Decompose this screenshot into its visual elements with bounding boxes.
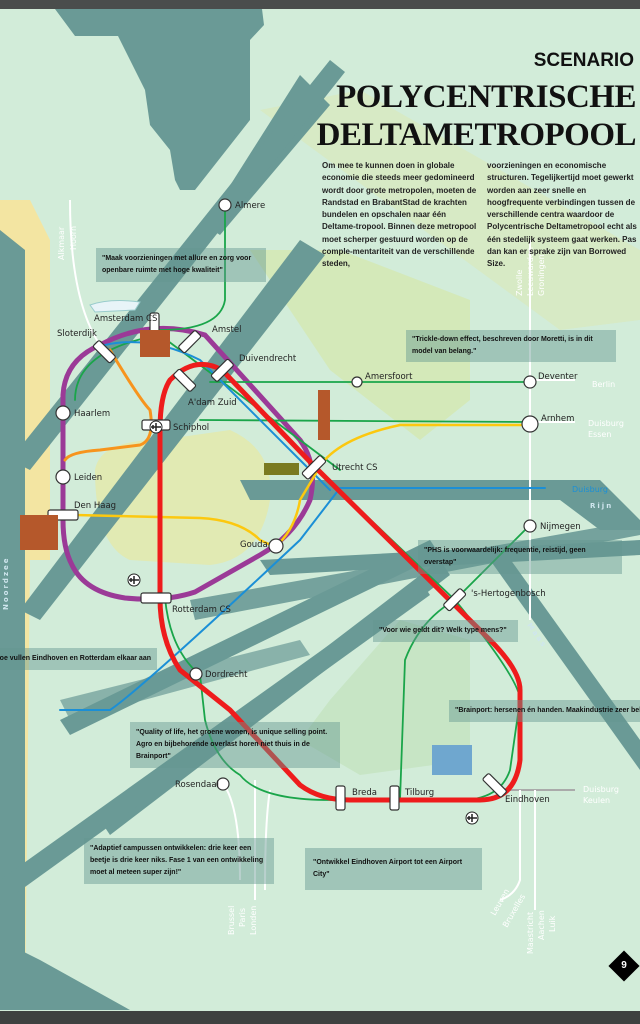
dest-berlin: Berlin xyxy=(592,380,615,389)
page-number: 9 xyxy=(621,960,627,971)
dest-aachen: Aachen xyxy=(537,910,546,940)
dest-duisburg-2: Duisburg xyxy=(583,785,619,794)
quote-box: "Quality of life, het groene wonen, is u… xyxy=(130,722,340,768)
title-line-1: POLYCENTRISCHE xyxy=(336,79,636,115)
dest-zwolle: Zwolle xyxy=(515,270,524,296)
landmark-illustrations xyxy=(20,300,472,775)
dest-alkmaar: Alkmaar xyxy=(57,226,66,260)
station-duivendrecht[interactable]: Duivendrecht xyxy=(239,354,297,364)
station-utrecht-cs[interactable]: Utrecht CS xyxy=(332,463,378,473)
purple-line xyxy=(60,325,315,602)
dest-hoorn: Hoorn xyxy=(69,226,78,250)
station-deventer[interactable]: Deventer xyxy=(538,372,578,382)
page-title: POLYCENTRISCHE DELTAMETROPOOL xyxy=(316,78,637,154)
station-eindhoven[interactable]: Eindhoven xyxy=(505,795,550,805)
dest-keulen: Keulen xyxy=(583,796,610,805)
station-schiphol[interactable]: Schiphol xyxy=(173,423,209,433)
yellow-line xyxy=(73,423,532,549)
quote-box: "Voor wie geldt dit? Welk type mens?" xyxy=(373,620,518,642)
station-amstel[interactable]: Amstel xyxy=(212,325,241,335)
quote-box: "Adaptief campussen ontwikkelen: drie ke… xyxy=(84,838,274,884)
station-dordrecht[interactable]: Dordrecht xyxy=(205,670,248,680)
bottom-edge-strip xyxy=(0,1011,640,1024)
station-tilburg[interactable]: Tilburg xyxy=(404,788,434,798)
station-sloterdijk[interactable]: Sloterdijk xyxy=(57,329,97,339)
airport-icons xyxy=(127,420,479,825)
top-edge-strip xyxy=(0,0,640,9)
water-rijn: Rijn xyxy=(590,502,613,510)
station-labels: Almere Amsterdam CS Sloterdijk Amstel Du… xyxy=(57,201,581,805)
dest-leeuwarden: Leeuwarden xyxy=(526,247,535,296)
quote-box: Hoe vullen Eindhoven en Rotterdam elkaar… xyxy=(0,648,157,670)
quote-box: "Trickle-down effect, beschreven door Mo… xyxy=(406,330,616,362)
station-leiden[interactable]: Leiden xyxy=(74,473,102,483)
station-den-haag[interactable]: Den Haag xyxy=(74,501,116,511)
water-bodies xyxy=(0,9,640,1010)
station-almere[interactable]: Almere xyxy=(235,201,265,211)
quote-box: "PHS is voorwaardelijk: frequentie, reis… xyxy=(418,540,622,574)
station-adam-zuid[interactable]: A'dam Zuid xyxy=(188,398,237,408)
dest-brussel: Brussel xyxy=(227,906,236,935)
station-nijmegen[interactable]: Nijmegen xyxy=(540,522,581,532)
station-gouda[interactable]: Gouda xyxy=(240,540,268,550)
red-line xyxy=(157,361,523,803)
dest-paris: Paris xyxy=(238,908,247,927)
quote-box: "Maak voorzieningen met allure en zorg v… xyxy=(96,248,266,282)
dest-maastricht: Maastricht xyxy=(526,912,535,954)
dest-essen: Essen xyxy=(588,430,611,439)
station-breda[interactable]: Breda xyxy=(352,788,377,798)
dest-duisburg-water: Duisburg xyxy=(572,485,608,494)
station-rotterdam-cs[interactable]: Rotterdam CS xyxy=(172,605,231,615)
station-den-bosch[interactable]: 's-Hertogenbosch xyxy=(471,589,546,599)
orange-line xyxy=(63,348,153,462)
dest-londen: Londen xyxy=(249,906,258,935)
body-column-2: voorzieningen en economische structuren.… xyxy=(487,161,637,269)
station-amsterdam-cs[interactable]: Amsterdam CS xyxy=(94,314,157,324)
dest-groningen: Groningen xyxy=(537,254,546,296)
station-arnhem[interactable]: Arnhem xyxy=(541,414,574,424)
quote-box: "Brainport: hersenen én handen. Maakindu… xyxy=(449,700,640,722)
station-haarlem[interactable]: Haarlem xyxy=(74,409,110,419)
scenario-kicker: SCENARIO xyxy=(533,50,634,71)
body-column-1: Om mee te kunnen doen in globale economi… xyxy=(322,161,477,269)
quote-box: "Ontwikkel Eindhoven Airport tot een Air… xyxy=(305,848,482,890)
station-rosendaal[interactable]: Rosendaal xyxy=(175,780,219,790)
destination-labels: Alkmaar Hoorn Zwolle Leeuwarden Groninge… xyxy=(57,226,624,954)
title-line-2: DELTAMETROPOOL xyxy=(316,117,637,153)
water-noordzee: Noordzee xyxy=(2,556,10,610)
dest-luik: Luik xyxy=(548,915,557,932)
station-markers xyxy=(47,198,539,811)
dest-duisburg: Duisburg xyxy=(588,419,624,428)
station-amersfoort[interactable]: Amersfoort xyxy=(365,372,413,382)
